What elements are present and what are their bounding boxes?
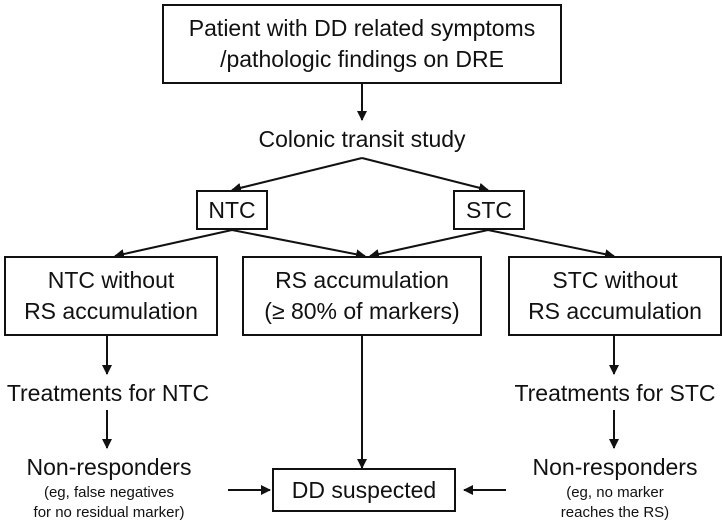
ntc-without-line1: NTC without bbox=[47, 267, 175, 293]
start-line2: /pathologic findings on DRE bbox=[220, 46, 504, 72]
arrow-ntc-to-ntc-without bbox=[114, 229, 233, 259]
transit-study-label: Colonic transit study bbox=[258, 126, 466, 152]
arrow-ntc-to-rs bbox=[231, 229, 366, 260]
arrow-stc-to-rs bbox=[369, 229, 489, 259]
stc-without-line2: RS accumulation bbox=[528, 298, 702, 324]
nonresponders-left: Non-responders (eg, false negatives for … bbox=[0, 452, 218, 523]
rs-accumulation-box: RS accumulation (≥ 80% of markers) bbox=[242, 256, 482, 336]
nonresponders-left-note1: (eg, false negatives bbox=[43, 484, 175, 501]
start-line1: Patient with DD related symptoms bbox=[188, 15, 536, 41]
dd-suspected-box: DD suspected bbox=[272, 468, 456, 512]
stc-without-line1: STC without bbox=[552, 267, 678, 293]
rs-line1: RS accumulation bbox=[275, 267, 449, 293]
start-box: Patient with DD related symptoms /pathol… bbox=[162, 4, 562, 84]
nonresponders-right: Non-responders (eg, no marker reaches th… bbox=[508, 452, 722, 523]
nonresponders-right-title: Non-responders bbox=[532, 454, 698, 480]
rs-line2: (≥ 80% of markers) bbox=[264, 298, 460, 324]
nonresponders-left-note2: for no residual marker) bbox=[33, 504, 185, 521]
stc-box: STC bbox=[453, 190, 525, 230]
nonresponders-right-note2: reaches the RS) bbox=[560, 504, 670, 521]
ntc-label: NTC bbox=[208, 196, 256, 223]
arrow-transit-to-stc bbox=[361, 157, 489, 193]
ntc-box: NTC bbox=[196, 190, 268, 230]
arrow-transit-to-ntc bbox=[231, 157, 363, 193]
nonresponders-left-title: Non-responders bbox=[26, 454, 192, 480]
dd-suspected-label: DD suspected bbox=[291, 476, 437, 503]
treatments-ntc-label: Treatments for NTC bbox=[6, 380, 210, 406]
nonresponders-right-note1: (eg, no marker bbox=[566, 484, 664, 501]
stc-label: STC bbox=[466, 196, 512, 223]
treatments-stc-label: Treatments for STC bbox=[514, 380, 716, 406]
ntc-without-rs-box: NTC without RS accumulation bbox=[4, 256, 218, 336]
stc-without-rs-box: STC without RS accumulation bbox=[508, 256, 722, 336]
ntc-without-line2: RS accumulation bbox=[24, 298, 198, 324]
arrow-stc-to-stc-without bbox=[487, 229, 615, 260]
